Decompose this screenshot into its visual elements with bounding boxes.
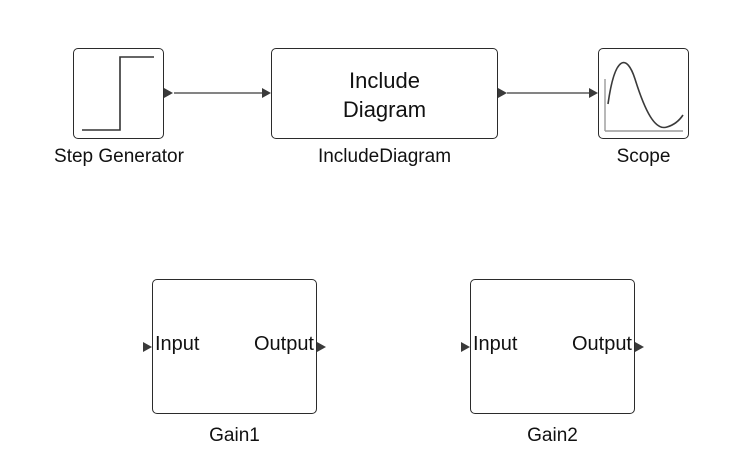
include-diagram-output-port[interactable]: [498, 88, 507, 98]
scope-caption: Scope: [616, 146, 671, 167]
scope-block[interactable]: [598, 48, 689, 139]
include-diagram-caption: IncludeDiagram: [317, 146, 452, 167]
gain2-block[interactable]: Input Output: [470, 279, 635, 414]
gain1-output-label: Output: [253, 333, 314, 355]
include-diagram-title-line2: Diagram: [342, 97, 427, 122]
gain1-caption: Gain1: [209, 425, 260, 446]
gain2-output-port[interactable]: [635, 342, 644, 352]
gain1-output-port[interactable]: [317, 342, 326, 352]
gain2-output-label: Output: [571, 333, 632, 355]
sine-wave-scope-icon: [604, 61, 684, 132]
gain1-block[interactable]: Input Output: [152, 279, 317, 414]
step-function-icon: [82, 56, 154, 131]
wire-step-to-include[interactable]: [174, 88, 271, 98]
gain1-input-label: Input: [155, 333, 200, 355]
gain1-input-port[interactable]: [143, 342, 152, 352]
include-diagram-title-line1: Include: [349, 68, 420, 93]
gain2-input-label: Input: [473, 333, 518, 355]
step-generator-caption: Step Generator: [54, 146, 184, 167]
gain2-caption: Gain2: [527, 425, 578, 446]
include-diagram-block[interactable]: Include Diagram: [271, 48, 498, 139]
step-generator-output-port[interactable]: [164, 88, 173, 98]
wire-include-to-scope[interactable]: [507, 88, 598, 98]
gain2-input-port[interactable]: [461, 342, 470, 352]
step-generator-block[interactable]: [73, 48, 164, 139]
